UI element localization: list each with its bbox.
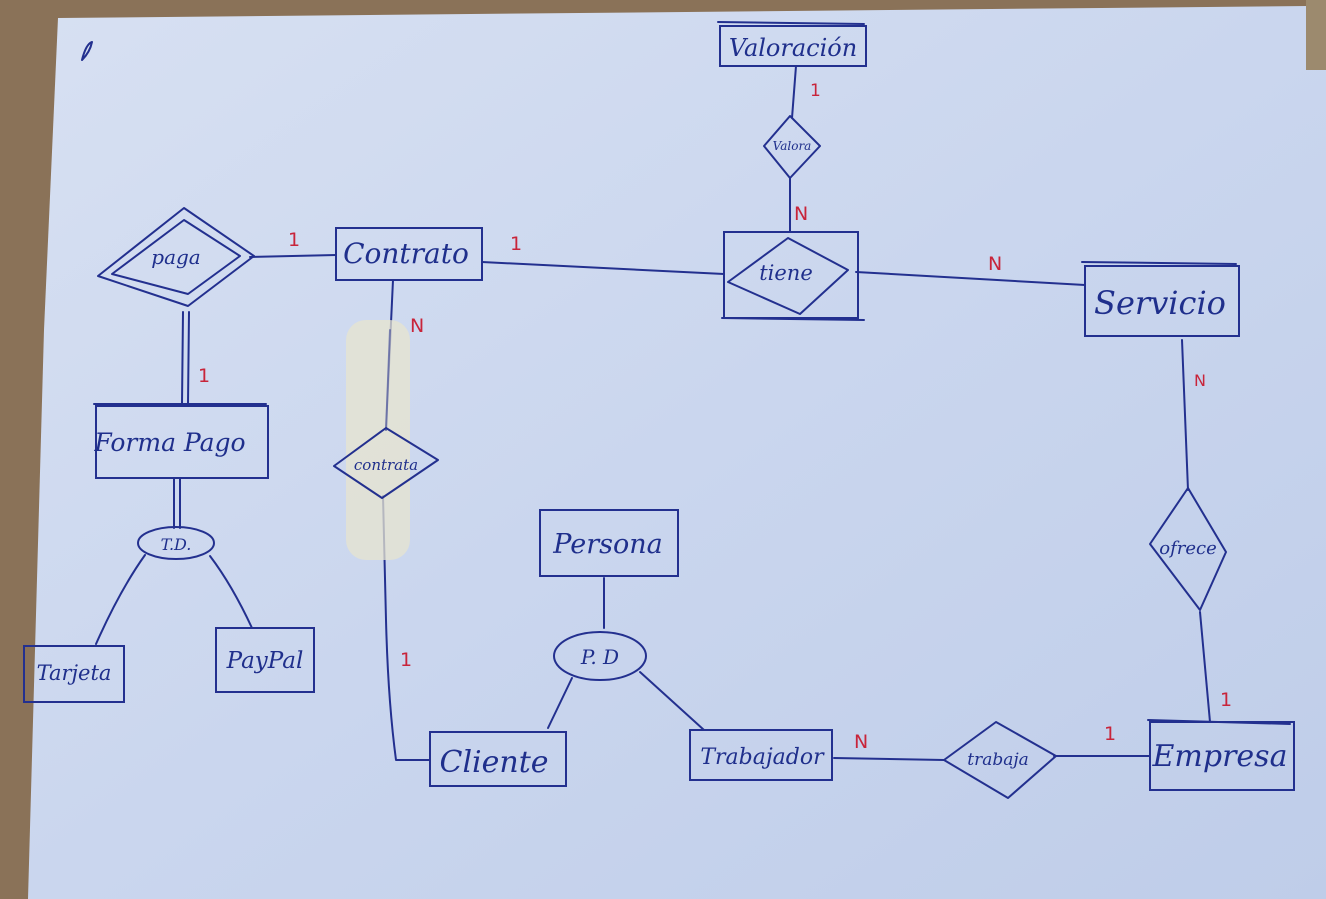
cardinality-labels: 1 N 1 1 1 N N 1 N 1 N 1 (198, 81, 1232, 753)
connector-lines (95, 65, 1211, 761)
entity-persona: Persona (539, 509, 679, 577)
relationship-trabaja: trabaja (943, 721, 1057, 799)
relationship-ofrece: ofrece (1149, 487, 1227, 611)
entity-tarjeta-label: Tarjeta (37, 661, 112, 685)
card-tiene-servicio: N (988, 253, 1002, 275)
relationship-paga-label: paga (151, 245, 200, 269)
card-valora-tiene: N (794, 203, 808, 225)
correction-fluid-smudge (346, 320, 410, 560)
entity-valoracion-label: Valoración (729, 34, 857, 62)
card-servicio-ofrece: N (1194, 371, 1206, 390)
relationship-tiene-label: tiene (759, 261, 813, 285)
card-paga-contrato: 1 (288, 229, 300, 251)
card-ofrece-empresa: 1 (1220, 689, 1232, 711)
entity-empresa: Empresa (1147, 719, 1295, 791)
card-trabajador-trabaja: N (854, 731, 868, 753)
entity-contrato: Contrato (335, 227, 483, 281)
entity-empresa-label: Empresa (1152, 739, 1288, 774)
entity-persona-label: Persona (552, 529, 662, 560)
entity-servicio-label: Servicio (1094, 284, 1226, 322)
paper-shadow-right (1306, 0, 1326, 70)
relationship-contrata: contrata (333, 427, 439, 499)
card-trabaja-empresa: 1 (1104, 723, 1116, 745)
pen-mark (81, 41, 93, 61)
specialization-pd: P. D (553, 631, 647, 681)
entity-paypal: PayPal (215, 627, 315, 693)
relationship-valora: Valora (763, 115, 821, 179)
entity-paypal-label: PayPal (226, 648, 304, 674)
card-paga-formapago: 1 (198, 365, 210, 387)
entity-valoracion: Valoración (717, 21, 867, 67)
relationship-ofrece-label: ofrece (1159, 538, 1217, 559)
entity-cliente-label: Cliente (439, 745, 548, 780)
card-valora-valoracion: 1 (810, 81, 821, 101)
card-contrata-cliente: 1 (400, 649, 412, 671)
relationship-paga: paga (97, 207, 255, 307)
entity-contrato-label: Contrato (343, 237, 469, 270)
relationship-valora-label: Valora (773, 139, 812, 153)
entity-servicio: Servicio (1081, 261, 1240, 337)
specialization-td: T.D. (137, 526, 215, 560)
card-contrato-tiene: 1 (510, 233, 522, 255)
relationship-tiene: tiene (721, 231, 865, 321)
paper-sheet (28, 6, 1326, 899)
relationship-trabaja-label: trabaja (967, 750, 1029, 770)
specialization-pd-label: P. D (580, 645, 619, 669)
relationship-contrata-label: contrata (354, 456, 418, 474)
entity-forma-pago: Forma Pago (93, 403, 269, 479)
entity-trabajador-label: Trabajador (700, 745, 825, 770)
specialization-td-label: T.D. (161, 535, 192, 554)
card-contrato-contrata: N (410, 315, 424, 337)
entity-forma-pago-label: Forma Pago (93, 428, 245, 457)
entity-trabajador: Trabajador (689, 729, 833, 781)
entity-cliente: Cliente (429, 731, 567, 787)
entity-tarjeta: Tarjeta (23, 645, 125, 703)
